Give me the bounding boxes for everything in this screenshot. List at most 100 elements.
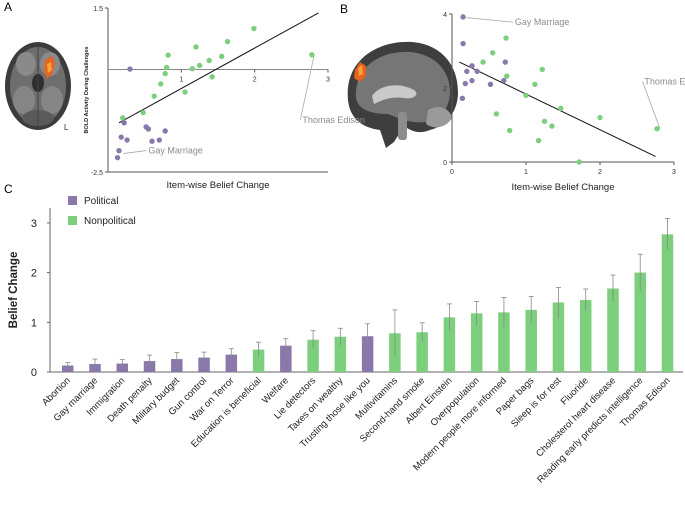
panel-label-c: C (4, 182, 13, 196)
data-point-nonpolitical-a (165, 52, 171, 58)
data-point-nonpolitical-b (535, 137, 542, 144)
data-point-nonpolitical-b (532, 81, 538, 88)
annotation-label-a: Gay Marriage (148, 146, 203, 156)
legend-swatch-political (68, 196, 77, 205)
data-point-nonpolitical-b (503, 35, 509, 41)
data-point-nonpolitical-a (193, 44, 199, 50)
y-tick-label-b: 0 (443, 160, 447, 167)
bar-nonpolitical (307, 339, 319, 372)
data-point-nonpolitical-a (218, 53, 225, 60)
annotation-leader-a (123, 150, 147, 154)
bar-nonpolitical (525, 309, 537, 372)
y-tick-label-c: 0 (31, 367, 37, 379)
legend-label-political: Political (84, 196, 118, 207)
x-tick-label-b: 2 (598, 169, 602, 176)
bar-nonpolitical (470, 313, 483, 372)
bar-political (225, 354, 238, 372)
data-point-nonpolitical-a (158, 81, 164, 87)
annotation-leader-a (299, 55, 315, 120)
data-point-nonpolitical-b (507, 127, 513, 134)
bar-political (62, 365, 74, 372)
data-point-political-b (474, 68, 480, 75)
data-point-political-b (502, 59, 508, 65)
panel-label-b: B (340, 2, 348, 16)
bar-political (116, 363, 129, 372)
data-point-nonpolitical-a (206, 57, 212, 64)
data-point-nonpolitical-b (597, 114, 603, 121)
x-tick-label-a: 1 (179, 77, 183, 84)
x-tick-label-b: 1 (524, 169, 528, 176)
bar-political (198, 357, 210, 372)
bar-nonpolitical (416, 332, 428, 372)
brain-sagittal-image (347, 41, 458, 148)
data-point-political-b (501, 77, 507, 84)
y-tick-label-c: 2 (31, 268, 37, 280)
data-point-nonpolitical-a (151, 93, 157, 99)
data-point-nonpolitical-a (189, 65, 196, 72)
y-tick-label-c: 1 (31, 317, 37, 329)
legend-swatch-nonpolitical (68, 216, 77, 225)
bar-nonpolitical (607, 288, 619, 372)
annotation-label-b: Thomas Edison (644, 76, 685, 86)
data-point-political-b (460, 40, 466, 47)
data-point-nonpolitical-a (196, 62, 203, 69)
panel-label-a: A (4, 0, 12, 14)
data-point-nonpolitical-b (654, 126, 660, 132)
data-point-nonpolitical-b (490, 50, 496, 56)
data-point-political-a (162, 128, 168, 134)
y-tick-label-a: -2.5 (91, 170, 103, 177)
x-tick-label-c: Sleep is for rest (509, 375, 564, 430)
annotation-leader-b (466, 17, 513, 23)
legend-label-nonpolitical: Nonpolitical (84, 216, 136, 227)
bar-nonpolitical (579, 299, 592, 372)
data-point-nonpolitical-b (539, 66, 545, 73)
x-axis-label-a: Item-wise Belief Change (167, 180, 270, 191)
annotation-label-a: Thomas Edison (302, 115, 365, 125)
x-tick-label-a: 3 (326, 77, 330, 84)
data-point-nonpolitical-b (523, 92, 529, 99)
data-point-political-b (459, 95, 466, 102)
brain-axial-image: L (5, 42, 71, 132)
y-axis-label-a: BOLD Activity During Challenges (84, 47, 90, 134)
data-point-political-a (121, 120, 127, 126)
data-point-nonpolitical-a (182, 89, 188, 95)
fit-line-a (118, 12, 319, 124)
data-point-nonpolitical-b (504, 73, 510, 79)
data-point-nonpolitical-b (576, 159, 582, 165)
data-point-nonpolitical-b (558, 105, 564, 112)
data-point-nonpolitical-a (309, 52, 315, 58)
data-point-political-a (127, 66, 133, 72)
data-point-political-b (460, 14, 466, 20)
bar-nonpolitical (634, 272, 646, 372)
data-point-political-b (469, 63, 475, 69)
bar-nonpolitical (334, 336, 347, 372)
data-point-nonpolitical-a (140, 109, 146, 116)
bar-nonpolitical (252, 349, 265, 372)
y-tick-label-a: 1.5 (93, 6, 103, 13)
y-tick-label-b: 2 (443, 86, 447, 93)
data-point-political-a (149, 138, 155, 144)
brain-orientation-label: L (64, 123, 69, 132)
data-point-nonpolitical-a (119, 115, 126, 121)
x-tick-label-b: 3 (672, 169, 676, 176)
x-tick-label-b: 0 (450, 169, 454, 176)
data-point-nonpolitical-b (480, 59, 486, 65)
data-point-political-a (145, 126, 152, 132)
bar-nonpolitical (498, 312, 510, 372)
data-point-nonpolitical-a (251, 25, 257, 32)
data-point-political-a (118, 134, 124, 140)
data-point-political-b (464, 68, 470, 75)
data-point-political-a (116, 147, 122, 154)
data-point-nonpolitical-a (224, 38, 231, 45)
data-point-political-b (487, 81, 494, 88)
bar-nonpolitical (661, 234, 674, 372)
data-point-political-a (156, 137, 163, 143)
data-point-political-b (469, 77, 475, 84)
x-axis-label-b: Item-wise Belief Change (512, 182, 615, 193)
data-point-political-a (114, 154, 121, 161)
annotation-label-b: Gay Marriage (515, 17, 570, 27)
data-point-political-a (124, 137, 130, 143)
